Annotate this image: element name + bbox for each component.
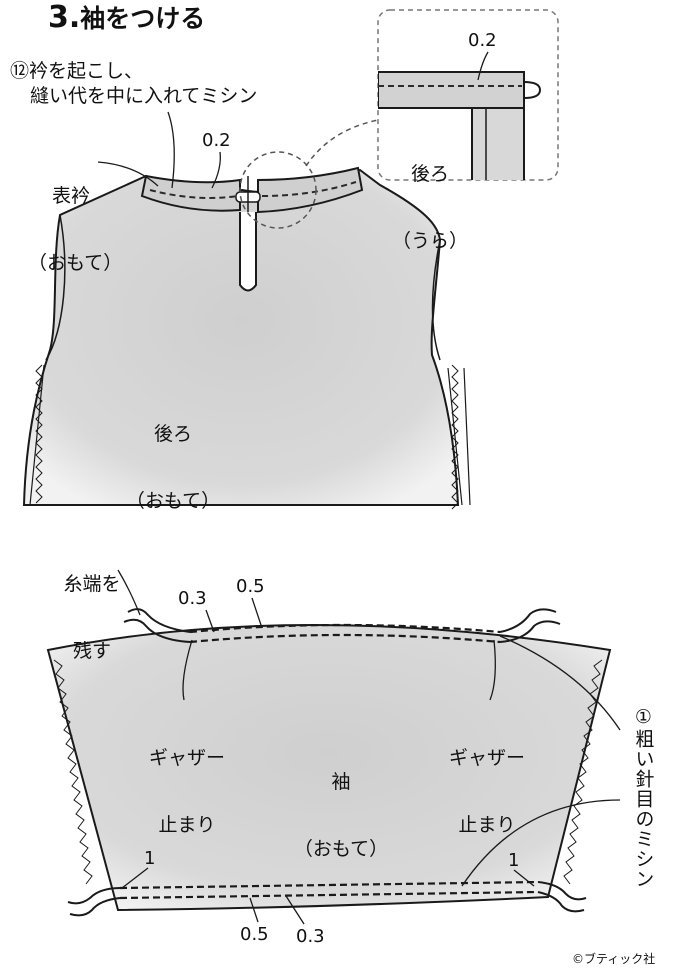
label-thread-1: 糸端を: [63, 572, 121, 595]
leader-corner-left: [121, 867, 149, 889]
thread-tail-top-left-2: [123, 618, 191, 643]
sleeve: [46, 608, 612, 917]
detail-inset: [377, 9, 559, 181]
collar-band: [140, 174, 241, 212]
collar-band-right: [257, 166, 364, 214]
label-sleeve: 袖 （おもて）: [286, 726, 396, 905]
label-back-2: （おもて）: [125, 490, 221, 513]
credit: ©ブティック社: [572, 952, 656, 966]
leader-collar-02: [211, 151, 221, 189]
label-gather-right-2: 止まり: [458, 814, 516, 837]
section-title: 3.袖をつける: [48, 0, 205, 35]
leader-bottom-05: [249, 897, 259, 923]
right-armhole-line: [431, 239, 441, 361]
label-gather-right: ギャザー 止まり: [438, 702, 536, 881]
leader-omote-eri: [97, 161, 159, 187]
back-slit: [239, 212, 257, 292]
section-title-text: 袖をつける: [80, 4, 206, 33]
measurement-sleeve-top-a: 0.3: [178, 588, 207, 609]
sleeve-outline: [46, 624, 612, 912]
label-back-1: 後ろ: [153, 422, 192, 445]
label-inset-back-1: 後ろ: [410, 162, 449, 185]
label-omote-eri: 表衿 （おもて）: [28, 140, 123, 319]
label-gather-left-1: ギャザー: [148, 746, 225, 769]
thread-tail-bottom-left-2: [69, 897, 121, 917]
step12-line1: ⑫衿を起こし、: [10, 60, 144, 82]
thread-tail-bottom-left: [67, 887, 121, 905]
label-gather-right-1: ギャザー: [448, 746, 525, 769]
leader-gather-left: [182, 639, 193, 701]
collar: [140, 166, 364, 292]
gather-stitch-bottom-1: [119, 880, 539, 890]
measurement-inset: 0.2: [468, 30, 497, 51]
measurement-corner-right: 1: [508, 850, 520, 871]
label-omote-eri-1: 表衿: [51, 184, 90, 207]
inset-hook: [523, 81, 542, 99]
gather-stitch-bottom-2: [119, 890, 539, 900]
left-overlock: [35, 364, 43, 504]
leader-bottom-03: [285, 895, 305, 925]
leader-top-03: [205, 609, 215, 633]
measurement-corner-left: 1: [144, 848, 156, 869]
label-sleeve-2: （おもて）: [293, 838, 389, 861]
leader-thread: [117, 569, 141, 616]
measurement-sleeve-bottom-a: 0.5: [240, 924, 269, 945]
thread-tail-top-right: [499, 608, 557, 633]
label-gather-left: ギャザー 止まり: [138, 702, 236, 881]
leader-inset-02: [477, 51, 489, 81]
label-step1: ①粗い針目のミシン: [632, 706, 655, 889]
label-thread-2: 残す: [72, 640, 111, 663]
step12-line2: 縫い代を中に入れてミシン: [30, 85, 258, 107]
detail-connector: [305, 119, 379, 167]
right-overlock: [451, 364, 459, 510]
detail-callout-circle: [239, 151, 317, 229]
label-inset-back: 後ろ （うら）: [388, 118, 472, 297]
leader-gather-right: [489, 639, 496, 701]
thread-tail-bottom-right: [537, 881, 587, 901]
left-armhole-line: [45, 214, 66, 361]
label-inset-back-2: （うら）: [391, 230, 468, 253]
gather-stitch-top-2: [189, 633, 501, 644]
measurement-sleeve-top-b: 0.5: [236, 576, 265, 597]
label-sleeve-1: 袖: [331, 770, 351, 793]
leader-corner-right: [513, 869, 535, 887]
label-back: 後ろ （おもて）: [118, 378, 228, 557]
label-gather-left-2: 止まり: [158, 814, 216, 837]
thread-tail-top-right-2: [499, 620, 561, 643]
thread-tail-bottom-right-2: [537, 891, 585, 913]
leader-step1-top: [499, 635, 621, 731]
collar-stitch-left: [149, 189, 239, 199]
leader-top-05: [251, 597, 263, 629]
measurement-collar: 0.2: [202, 130, 231, 151]
leader-step12: [167, 111, 175, 189]
label-thread: 糸端を 残す: [52, 528, 132, 707]
thread-tail-top-left: [127, 608, 191, 633]
gather-stitch-top-1: [189, 623, 501, 634]
section-number: 3.: [48, 0, 81, 35]
sleeve-left-overlock: [53, 659, 93, 885]
leader-step1-bottom: [461, 799, 621, 887]
measurement-sleeve-bottom-b: 0.3: [296, 926, 325, 947]
label-omote-eri-2: （おもて）: [28, 252, 123, 275]
